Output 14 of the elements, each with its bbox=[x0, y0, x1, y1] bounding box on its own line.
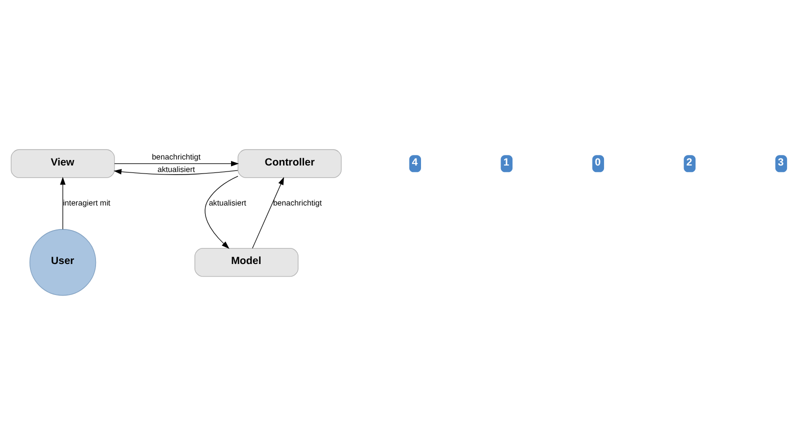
arrow bbox=[60, 176, 66, 230]
node-box: Controller bbox=[238, 148, 342, 178]
label: 0 bbox=[594, 157, 601, 168]
node-box: Model bbox=[194, 248, 298, 276]
arrow bbox=[114, 168, 238, 174]
arrow bbox=[114, 160, 239, 166]
label: 2 bbox=[686, 157, 692, 168]
label: 1 bbox=[503, 157, 510, 168]
label: 4 bbox=[412, 157, 418, 168]
node-circle: User bbox=[29, 228, 96, 296]
node-box: View bbox=[10, 148, 115, 178]
label: 3 bbox=[778, 157, 784, 168]
arrow bbox=[204, 175, 238, 248]
arrow bbox=[252, 176, 284, 248]
